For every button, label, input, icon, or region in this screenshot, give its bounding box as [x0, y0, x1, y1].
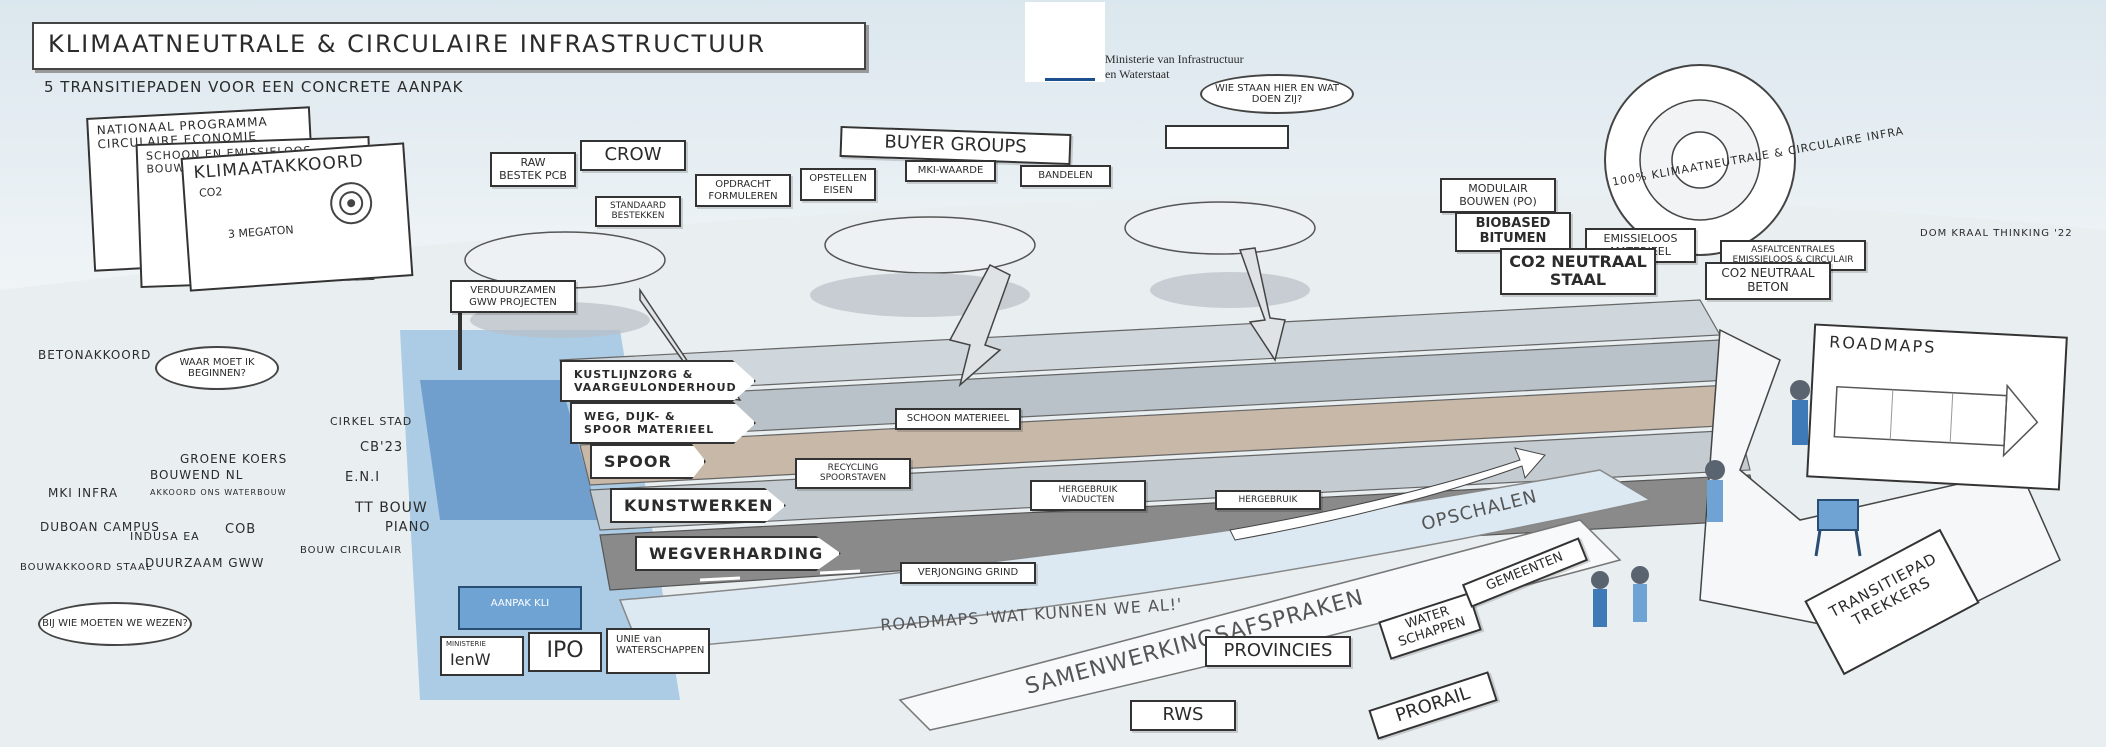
chair-icon	[1814, 499, 1862, 557]
label-mki-infra: MKI INFRA	[48, 486, 119, 500]
label-cob: COB	[225, 522, 257, 537]
board-top-centre	[1165, 125, 1289, 149]
bubble-waar-beginnen: WAAR MOET IK BEGINNEN?	[155, 346, 279, 390]
page-subtitle: 5 TRANSITIEPADEN VOOR EEN CONCRETE AANPA…	[44, 78, 464, 96]
label-groene-koers: GROENE KOERS	[180, 452, 288, 466]
puzzle-ienw: MINISTERIE IenW	[440, 636, 524, 676]
label-cb23: CB'23	[360, 440, 404, 455]
ministry-line-2: en Waterstaat	[1105, 67, 1170, 81]
toolbox-label: AANPAK KLI	[490, 598, 550, 609]
puzzle-ipo: IPO	[528, 632, 602, 672]
sign-mki-waarde: MKI-WAARDE	[905, 160, 996, 182]
ministry-logo: Ministerie van Infrastructuur en Waterst…	[1105, 52, 1244, 82]
roadmap-arrow-icon	[1833, 383, 2039, 458]
target-icon	[330, 182, 373, 225]
ministry-line-1: Ministerie van Infrastructuur	[1105, 52, 1244, 66]
sign-hergebruik-viaducten: HERGEBRUIK VIADUCTEN	[1030, 480, 1146, 511]
sign-standaard: STANDAARD BESTEKKEN	[595, 196, 681, 227]
label-duurzaam-gww: DUURZAAM GWW	[145, 556, 265, 570]
sign-opdracht: OPDRACHT FORMULEREN	[695, 174, 791, 207]
label-tt-bouw: TT BOUW	[355, 500, 428, 516]
sign-provincies: PROVINCIES	[1205, 636, 1351, 667]
label-bouwakkoord-staal: BOUWAKKOORD STAAL	[20, 562, 153, 573]
sign-schoon-materieel: SCHOON MATERIEEL	[895, 408, 1021, 430]
label-bouwend-nl: BOUWEND NL	[150, 468, 244, 482]
sign-hergebruik: HERGEBRUIK	[1215, 490, 1321, 511]
label-duboon: DUBOAN CAMPUS	[40, 520, 160, 534]
artist-credit: DOM KRAAL THINKING '22	[1920, 228, 2073, 239]
title-banner: KLIMAATNEUTRALE & CIRCULAIRE INFRASTRUCT…	[32, 22, 866, 70]
path-sign-spoor: SPOOR	[590, 444, 706, 479]
whiteboard-roadmaps: ROADMAPS	[1806, 323, 2068, 491]
sign-co2-staal: CO2 NEUTRAAL STAAL	[1500, 248, 1656, 295]
sign-opstellen: OPSTELLEN EISEN	[800, 168, 876, 201]
path-sign-kustlijnzorg: KUSTLIJNZORG & VAARGEULONDERHOUD	[560, 360, 756, 402]
label-piano: PIANO	[385, 520, 431, 535]
sign-recycling: RECYCLING SPOORSTAVEN	[795, 458, 911, 489]
sign-biobased: BIOBASED BITUMEN	[1455, 212, 1571, 252]
path-sign-weg-dijk-spoor: WEG, DIJK- & SPOOR MATERIEEL	[570, 402, 756, 444]
bubble-wie-staan: WIE STAAN HIER EN WAT DOEN ZIJ?	[1200, 74, 1354, 114]
sign-verduurzamen: VERDUURZAMEN GWW PROJECTEN	[450, 280, 576, 313]
paper-klimaatakkoord: KLIMAATAKKOORD CO2 3 MEGATON	[180, 142, 414, 292]
sign-modulair: MODULAIR BOUWEN (PO)	[1440, 178, 1556, 214]
label-betonakkoord: BETONAKKOORD	[38, 348, 152, 362]
label-bouw-circulair: BOUW CIRCULAIR	[300, 545, 403, 556]
label-indusa: INDUSA EA	[130, 530, 200, 543]
sign-verjonging-grind: VERJONGING GRIND	[900, 562, 1036, 584]
path-sign-kunstwerken: KUNSTWERKEN	[610, 488, 786, 523]
label-eni: E.N.I	[345, 470, 381, 485]
sign-crow: CROW	[580, 140, 686, 171]
page-title: KLIMAATNEUTRALE & CIRCULAIRE INFRASTRUCT…	[48, 30, 767, 58]
toolbox-aanpak: AANPAK KLI	[458, 586, 582, 630]
label-akkoord-waterbouw: AKKOORD ONS WATERBOUW	[150, 488, 287, 497]
bubble-bij-wie: BIJ WIE MOETEN WE WEZEN?	[38, 602, 192, 646]
sign-raw: RAW BESTEK PCB	[490, 152, 576, 188]
sign-bandelen: BANDELEN	[1020, 165, 1111, 187]
label-cirkelstad: CIRKEL STAD	[330, 415, 413, 428]
sign-rws: RWS	[1130, 700, 1236, 731]
sign-co2-beton: CO2 NEUTRAAL BETON	[1705, 262, 1831, 300]
path-sign-wegverharding: WEGVERHARDING	[635, 536, 841, 571]
puzzle-unie: UNIE van WATERSCHAPPEN	[606, 628, 710, 674]
